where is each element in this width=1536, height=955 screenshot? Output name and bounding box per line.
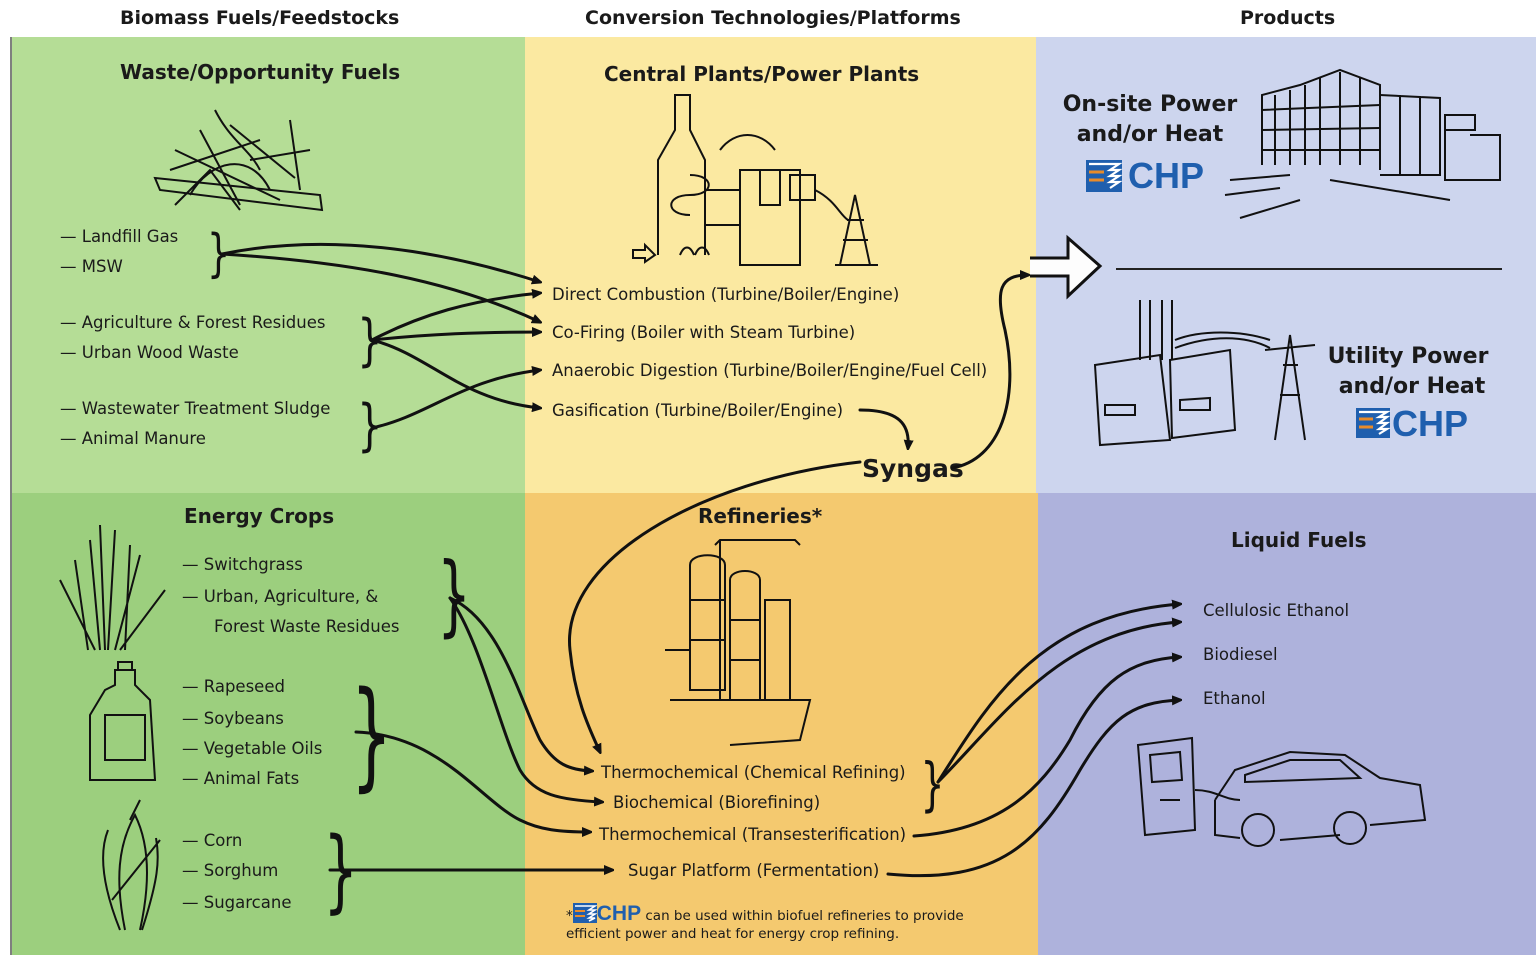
note-star: * — [566, 908, 573, 924]
chp-logo-icon — [572, 903, 597, 923]
crop-sugarcane: — Sugarcane — [182, 893, 292, 912]
crop-forest-waste: Forest Waste Residues — [214, 617, 400, 636]
syngas-label: Syngas — [862, 454, 964, 483]
arrow-syngas-refinery — [568, 460, 862, 752]
products-liquid-panel — [1038, 493, 1536, 955]
gas-pump-car-sketch-icon — [1136, 736, 1427, 847]
refineries-title: Refineries* — [698, 504, 823, 528]
arrow-crops2-trans — [354, 730, 590, 832]
waste-landfill-gas: — Landfill Gas — [60, 227, 179, 246]
onsite-power-line2: and/or Heat — [1076, 122, 1224, 147]
waste-msw: — MSW — [60, 257, 123, 276]
energy-crops-panel — [12, 493, 525, 955]
tech-biochemical: Biochemical (Biorefining) — [613, 793, 821, 812]
crop-switchgrass: — Switchgrass — [182, 555, 303, 574]
arrow-syngas-power — [950, 275, 1028, 470]
brace-refinery-out: } — [920, 750, 945, 818]
arrow-waste2-gasification — [370, 338, 540, 408]
arrow-waste2-cofiring — [370, 332, 540, 342]
crop-vegetable-oils: — Vegetable Oils — [182, 739, 323, 758]
note-chp-label: CHP — [596, 902, 642, 925]
oil-jug-sketch-icon — [89, 661, 157, 781]
arrow-trans-biodiesel — [912, 657, 1180, 838]
crop-sorghum: — Sorghum — [182, 861, 279, 880]
crop-urban-ag: — Urban, Agriculture, & — [182, 587, 379, 606]
products-power-panel — [1036, 37, 1536, 493]
waste-urban-wood: — Urban Wood Waste — [60, 343, 239, 362]
waste-ag-forest-residues: — Agriculture & Forest Residues — [60, 313, 326, 332]
liquid-fuels-title: Liquid Fuels — [1231, 528, 1367, 552]
refinery-sketch-icon — [665, 539, 812, 746]
tech-anaerobic-digestion: Anaerobic Digestion (Turbine/Boiler/Engi… — [552, 361, 988, 380]
refineries-panel — [525, 493, 1038, 955]
waste-panel — [12, 37, 525, 493]
crop-corn: — Corn — [182, 831, 243, 850]
arrow-waste3-anaerobic — [370, 370, 540, 430]
central-plants-title: Central Plants/Power Plants — [604, 62, 920, 86]
onsite-chp-label: CHP — [1128, 155, 1205, 196]
crop-animal-fats: — Animal Fats — [182, 769, 300, 788]
fuel-cellulosic-ethanol: Cellulosic Ethanol — [1203, 601, 1350, 620]
waste-title: Waste/Opportunity Fuels — [120, 60, 401, 84]
arrow-gasification-syngas — [858, 408, 908, 448]
tech-transesterification: Thermochemical (Transesterification) — [599, 825, 907, 844]
arrow-waste2-direct — [370, 293, 540, 342]
arrow-crops1-thermo — [448, 596, 592, 771]
fuel-ethanol: Ethanol — [1203, 689, 1266, 708]
power-plant-sketch-icon — [632, 94, 878, 266]
tech-thermochemical-refining: Thermochemical (Chemical Refining) — [601, 763, 906, 782]
arrow-sugar-ethanol — [886, 700, 1180, 878]
arrow-crops1-bio — [448, 596, 602, 802]
header-products: Products — [1240, 7, 1336, 29]
office-building-sketch-icon — [1224, 68, 1501, 219]
note-line1: can be used within biofuel refineries to… — [641, 908, 964, 924]
waste-animal-manure: — Animal Manure — [60, 429, 206, 448]
utility-power-line1: Utility Power — [1327, 344, 1489, 369]
onsite-power-line1: On-site Power — [1062, 92, 1238, 117]
fuel-biodiesel: Biodiesel — [1203, 645, 1278, 664]
header-conversion: Conversion Technologies/Platforms — [585, 7, 961, 29]
utility-power-line2: and/or Heat — [1338, 374, 1486, 399]
refinery-chp-note: * CHP can be used within biofuel refiner… — [566, 903, 1026, 943]
tech-co-firing: Co-Firing (Boiler with Steam Turbine) — [552, 323, 856, 342]
big-arrow-to-products — [1030, 234, 1103, 300]
note-line2: efficient power and heat for energy crop… — [566, 926, 900, 942]
header-feedstocks: Biomass Fuels/Feedstocks — [120, 7, 400, 29]
energy-crops-title: Energy Crops — [184, 504, 335, 528]
crop-soybeans: — Soybeans — [182, 709, 284, 728]
arrow-waste1-direct — [220, 242, 540, 282]
tech-gasification: Gasification (Turbine/Boiler/Engine) — [552, 401, 844, 420]
arrow-refinery-cellulosic2 — [936, 622, 1180, 784]
utility-chp-label: CHP — [1392, 403, 1469, 444]
arrow-refinery-cellulosic1 — [936, 604, 1180, 784]
brace-waste-1: } — [206, 224, 231, 284]
grass-sketch-icon — [59, 524, 166, 651]
debris-sketch-icon — [153, 109, 324, 212]
waste-wastewater-sludge: — Wastewater Treatment Sludge — [60, 399, 331, 418]
arrow-waste1-cofiring — [220, 252, 540, 322]
tech-direct-combustion: Direct Combustion (Turbine/Boiler/Engine… — [552, 285, 900, 304]
crop-rapeseed: — Rapeseed — [182, 677, 285, 696]
corn-sketch-icon — [102, 799, 161, 931]
utility-plant-sketch-icon — [1093, 300, 1316, 447]
tech-sugar-platform: Sugar Platform (Fermentation) — [628, 861, 880, 880]
